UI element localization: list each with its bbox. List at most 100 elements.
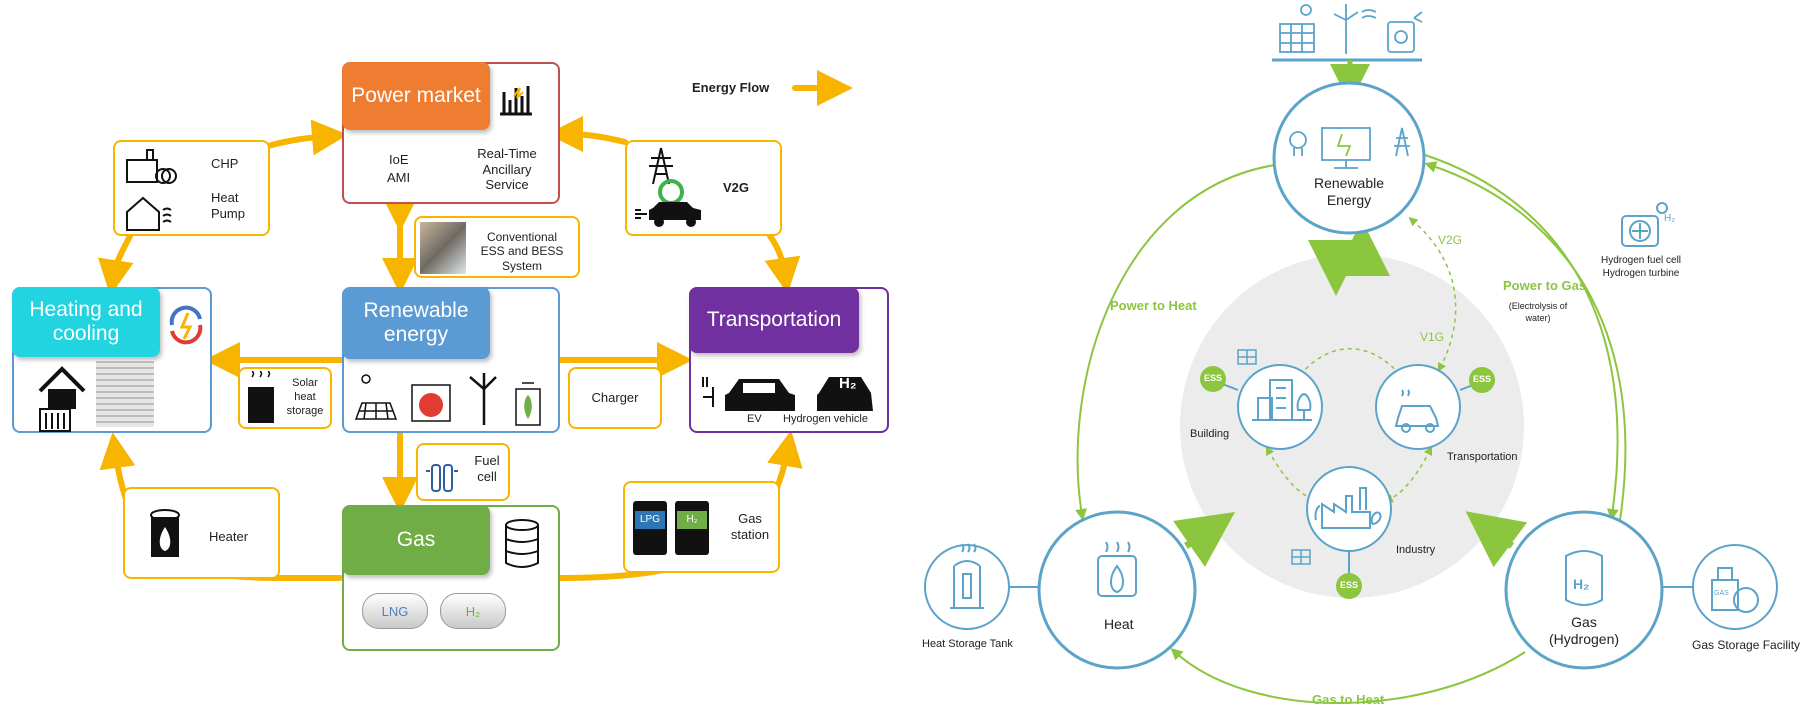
ess-node: Conventional ESS and BESS System xyxy=(414,216,580,278)
fuel-cell-label: Fuel cell xyxy=(468,453,506,484)
building-label: Building xyxy=(1190,428,1230,440)
legend-label: Energy Flow xyxy=(692,80,770,95)
re-label: Renewable Energy xyxy=(1299,175,1399,209)
renewable-node: Renewable energy xyxy=(342,287,560,433)
lpg-pump-icon: LPG xyxy=(633,501,667,555)
v2g-label: V2G xyxy=(723,180,750,195)
renewable-circle xyxy=(1272,81,1426,235)
v2g-right-label: V2G xyxy=(1438,233,1463,247)
lng-tank: LNG xyxy=(362,593,428,629)
building-icon xyxy=(1252,379,1312,421)
renewable-icons xyxy=(354,373,541,426)
transportation-node: Transportation H₂ EV Hydrogen vehicle xyxy=(689,287,889,433)
ancillary-line: Ancillary xyxy=(482,161,532,177)
electrolysis-label: (Electrolysis of water) xyxy=(1503,301,1573,324)
ess-badge-industry xyxy=(1336,573,1362,599)
ess-building-label: ESS xyxy=(1204,373,1223,383)
hy-line-1: Hydrogen fuel cell xyxy=(1600,255,1682,266)
renewable-inner-icons xyxy=(1289,127,1410,169)
v2g-icon xyxy=(635,147,701,227)
hy-line-2: Hydrogen turbine xyxy=(1602,268,1680,279)
rt-line: Real-Time xyxy=(477,146,537,161)
power-to-gas-label: Power to Gas xyxy=(1503,278,1587,293)
el-line-2: water) xyxy=(1525,312,1551,323)
gas-storage-badge: GAS xyxy=(1714,590,1729,597)
v1g-label: V1G xyxy=(1420,330,1445,344)
chart-icon xyxy=(500,86,532,116)
ss-line-2: heat xyxy=(294,390,316,403)
solar-storage-icon xyxy=(248,371,274,423)
heat-storage-circle xyxy=(924,544,1010,630)
hydrogen-vehicle-icon xyxy=(817,377,873,411)
transport-label: Transportation xyxy=(1447,451,1518,463)
sun-icon xyxy=(361,374,371,384)
heat-storage-label: Heat Storage Tank xyxy=(922,638,1013,650)
gas-line-2: (Hydrogen) xyxy=(1548,630,1620,647)
industry-label: Industry xyxy=(1396,544,1436,556)
service-line: Service xyxy=(485,177,529,193)
hv-label: Hydrogen vehicle xyxy=(783,413,868,425)
hv-h2-badge: H₂ xyxy=(839,375,857,392)
ess-line-2: ESS and BESS xyxy=(480,244,564,259)
chp-heatpump-node: CHP Heat Pump xyxy=(113,140,270,236)
ss-line-1: Solar xyxy=(292,377,318,389)
lpg-badge: LPG xyxy=(635,511,665,529)
wind-turbine-icon xyxy=(469,373,497,425)
source-icons xyxy=(1279,4,1423,54)
fc-line-1: Fuel xyxy=(474,453,500,468)
cycle-icon xyxy=(169,305,203,345)
ess-badge-transport xyxy=(1469,367,1495,393)
ess-transport-label: ESS xyxy=(1473,374,1492,384)
heating-cooling-title: Heating and cooling xyxy=(12,287,160,357)
power-market-title: Power market xyxy=(342,62,490,130)
gas-node: Gas LNG H₂ xyxy=(342,505,560,651)
v2g-node: V2G xyxy=(625,140,782,236)
ess-label: Conventional ESS and BESS System xyxy=(470,230,574,273)
pump-label: Pump xyxy=(211,206,245,221)
tank-icon xyxy=(950,543,984,609)
fuel-cell-icon xyxy=(426,464,458,492)
fuel-cell-node: Fuel cell xyxy=(416,443,510,501)
fc-line-2: cell xyxy=(477,468,497,484)
ev-icon xyxy=(702,377,795,411)
gas-h2-badge: H₂ xyxy=(1573,576,1590,592)
gas-h-label: Gas (Hydrogen) xyxy=(1534,614,1634,648)
equipment-photo xyxy=(96,361,154,427)
h2-tank-icon xyxy=(1565,550,1603,606)
flame-icon xyxy=(1097,541,1137,597)
heat-label: Heat xyxy=(1104,616,1134,632)
gas-station-label: Gas station xyxy=(725,511,775,542)
ami-label: AMI xyxy=(387,170,411,185)
charger-label: Charger xyxy=(591,390,639,406)
heat-circle xyxy=(1037,510,1197,670)
hydrogen-turbine-icon xyxy=(1621,202,1668,247)
charger-node: Charger xyxy=(568,367,662,429)
car-icon xyxy=(1394,389,1440,433)
gs-line-2: station xyxy=(730,526,770,542)
renewable-title: Renewable energy xyxy=(342,287,490,359)
solar-storage-node: Solar heat storage xyxy=(238,367,332,429)
industry-circle xyxy=(1306,466,1392,552)
solar-storage-label: Solar heat storage xyxy=(280,377,330,418)
chp-heatpump-icon xyxy=(126,149,177,231)
heater-node: Heater xyxy=(123,487,280,579)
gas-facility-icon xyxy=(1711,567,1759,613)
factory-icon xyxy=(1314,487,1382,529)
gas-title: Gas xyxy=(342,505,490,575)
power-to-heat-label: Power to Heat xyxy=(1110,298,1197,313)
ev-label: EV xyxy=(747,413,762,425)
gs-line-1: Gas xyxy=(738,511,762,526)
gas-circle xyxy=(1504,510,1664,670)
chp-label: CHP xyxy=(211,156,239,171)
ess-photo xyxy=(420,222,466,274)
ess-badge-building xyxy=(1200,366,1226,392)
leaf-icon xyxy=(524,395,532,419)
barrel-icon xyxy=(505,519,539,568)
hydrogen-h2-badge: H₂ xyxy=(1664,213,1676,224)
gas-station-node: LPG H₂ Gas station xyxy=(623,481,780,573)
heater-icon xyxy=(150,509,180,557)
gas-storage-label: Gas Storage Facility xyxy=(1692,638,1801,652)
house-icon xyxy=(38,366,86,432)
ess-line-1: Conventional xyxy=(486,230,558,244)
